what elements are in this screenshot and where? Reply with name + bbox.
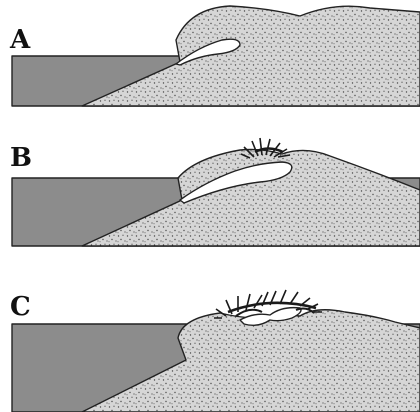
panel-label-c: C (10, 292, 31, 322)
panel-label-a: A (9, 25, 31, 55)
panel-b: B (10, 138, 420, 246)
panel-a: A (9, 6, 420, 106)
panel-c: C (10, 290, 420, 412)
panel-label-b: B (10, 143, 32, 173)
